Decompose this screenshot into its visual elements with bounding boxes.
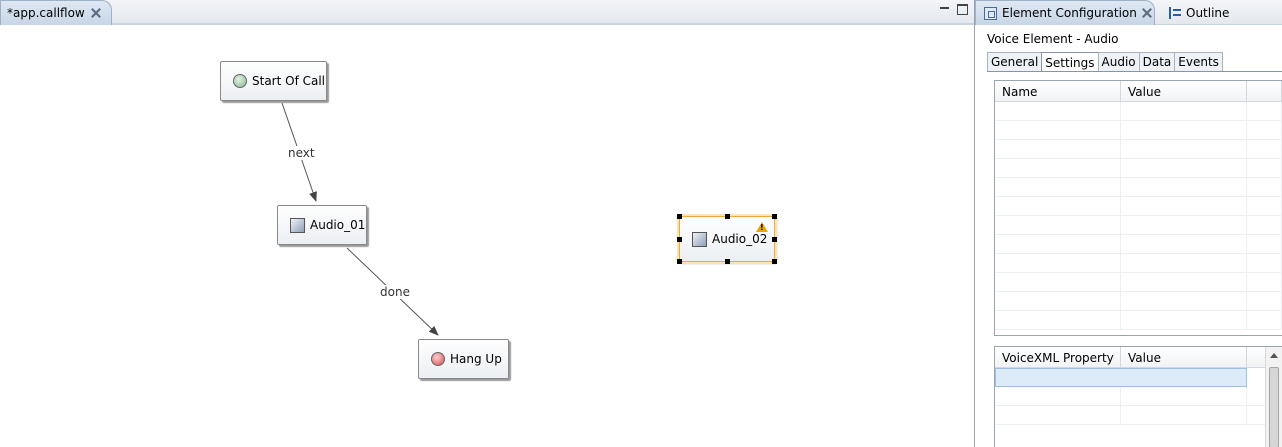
hangup-icon [431,352,445,366]
tab-general[interactable]: General [987,52,1043,71]
audio-element-icon [290,217,305,233]
connections-layer [281,102,439,336]
tab-settings[interactable]: Settings [1041,52,1099,72]
table-row[interactable] [995,197,1282,216]
configuration-icon [984,6,997,20]
close-icon[interactable] [1142,8,1152,18]
column-header-name[interactable]: Name [995,81,1121,102]
table-row[interactable] [995,273,1282,292]
tab-events[interactable]: Events [1174,52,1223,71]
table-row[interactable] [995,159,1282,178]
node-hang-up[interactable]: Hang Up [418,339,509,379]
editor-tab-title: *app.callflow [7,6,85,20]
editor-tab-app-callflow[interactable]: *app.callflow [0,0,112,25]
edge-label-next: next [287,146,316,160]
maximize-button[interactable] [957,4,968,15]
resize-handle[interactable] [725,259,730,264]
close-icon[interactable] [91,8,101,18]
minimize-button[interactable] [939,4,950,15]
tab-label: Element Configuration [1002,6,1137,20]
flow-canvas[interactable]: next done Start Of Call Audio_01 Hang Up… [0,27,974,447]
table-row[interactable] [995,140,1282,159]
node-label: Hang Up [450,352,502,366]
table-row[interactable] [995,311,1282,330]
resize-handle[interactable] [725,214,730,219]
warning-icon [756,222,768,232]
callflow-editor: *app.callflow next done Start Of Call Au… [0,0,974,447]
table-row[interactable] [995,254,1282,273]
table-row[interactable] [995,292,1282,311]
resize-handle[interactable] [677,259,682,264]
audio-element-icon [692,231,707,247]
table-row-selected[interactable] [995,368,1247,387]
table-row[interactable] [995,406,1266,425]
column-header-value[interactable]: Value [1121,81,1247,102]
table-header: Name Value [995,81,1282,102]
resize-handle[interactable] [677,237,682,242]
tab-outline[interactable]: Outline [1161,0,1241,25]
scroll-up-icon[interactable] [1270,353,1278,358]
tab-data[interactable]: Data [1138,52,1176,71]
table-header: VoiceXML Property Value [995,347,1266,368]
panel-tab-bar: Element Configuration Outline [975,0,1282,25]
settings-table[interactable]: Name Value [994,80,1282,336]
panel-title: Voice Element - Audio [987,32,1119,46]
node-start-of-call[interactable]: Start Of Call [220,61,327,101]
resize-handle[interactable] [772,237,777,242]
node-audio-01[interactable]: Audio_01 [277,205,367,245]
table-row[interactable] [995,121,1282,140]
column-header-value[interactable]: Value [1121,347,1247,368]
scroll-thumb[interactable] [1269,367,1279,447]
tab-audio[interactable]: Audio [1097,52,1140,71]
edge-label-done: done [379,285,411,299]
node-audio-02[interactable]: Audio_02 [677,214,777,264]
tab-element-configuration[interactable]: Element Configuration [975,0,1155,25]
node-label: Audio_02 [712,232,768,246]
column-header-filler [1247,347,1266,368]
config-tabs: General Settings Audio Data Events [987,52,1223,72]
vertical-scrollbar[interactable] [1265,347,1282,447]
table-row[interactable] [995,216,1282,235]
tab-label: Outline [1186,5,1230,20]
table-row[interactable] [995,235,1282,254]
table-row[interactable] [995,178,1282,197]
column-header-voicexml-property[interactable]: VoiceXML Property [995,347,1121,368]
tab-divider [987,71,1282,72]
start-icon [233,74,247,88]
outline-icon [1169,6,1181,19]
table-row[interactable] [995,102,1282,121]
resize-handle[interactable] [772,214,777,219]
voicexml-property-table[interactable]: VoiceXML Property Value [994,346,1282,447]
node-label: Start Of Call [252,74,326,88]
column-header-filler [1247,81,1282,102]
resize-handle[interactable] [677,214,682,219]
table-row[interactable] [995,387,1266,406]
element-configuration-panel: Element Configuration Outline Voice Elem… [974,0,1282,447]
editor-tab-bar: *app.callflow [0,0,974,25]
resize-handle[interactable] [772,259,777,264]
node-label: Audio_01 [310,218,366,232]
